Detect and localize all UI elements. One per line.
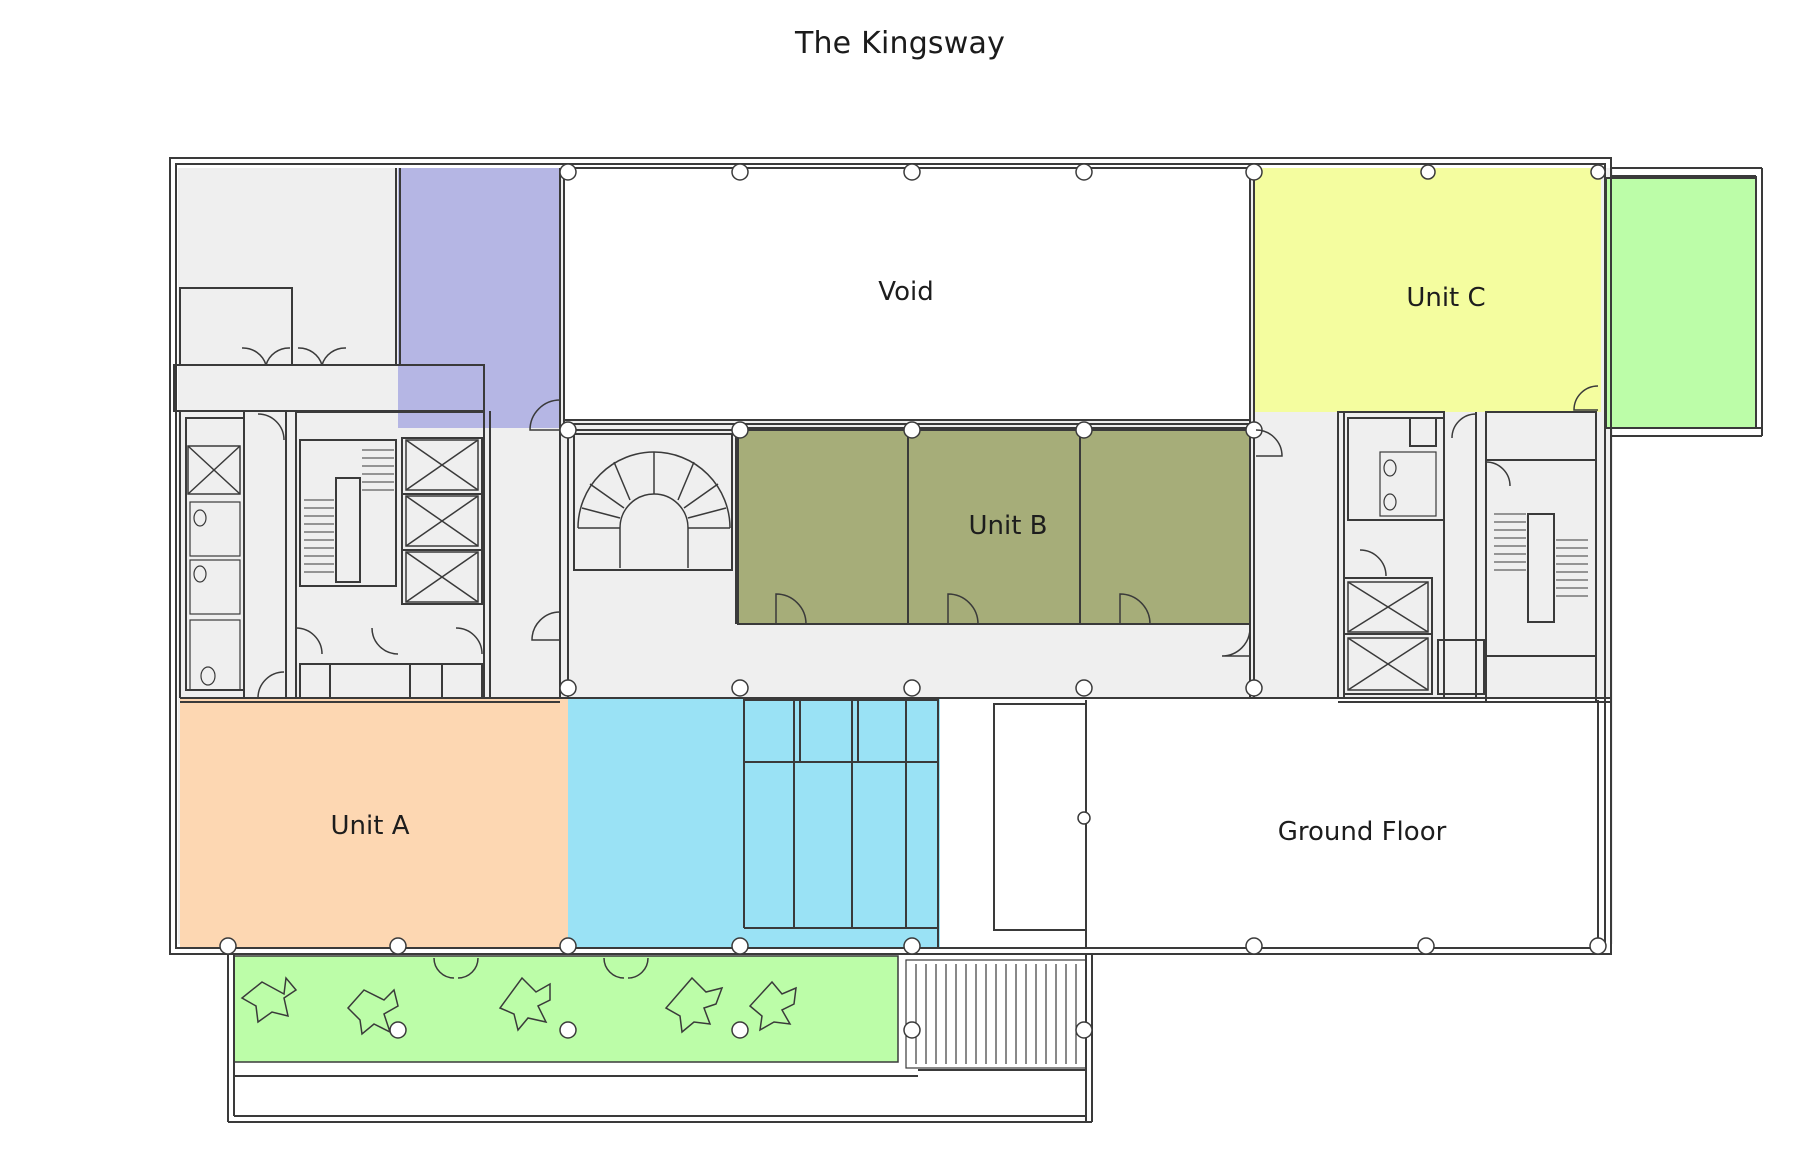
south-terrace: [233, 955, 899, 1063]
void-label: Void: [878, 277, 933, 307]
unit-c-label: Unit C: [1406, 283, 1485, 313]
east-terrace: [1605, 177, 1757, 429]
plan-title: The Kingsway: [794, 26, 1006, 61]
unit-c-area: [1253, 168, 1601, 412]
interior-walls: [173, 168, 1610, 948]
planters: [240, 976, 797, 1036]
spiral-stair: [577, 451, 731, 568]
toilets: [189, 451, 1437, 691]
south-steps: [905, 959, 1087, 1069]
door-swings: [241, 347, 1599, 979]
south-terrace-walls: [227, 954, 1093, 1123]
ground-floor-area: [940, 698, 1610, 948]
void-area: [563, 167, 1251, 421]
outer-walls: [169, 157, 1763, 955]
stair-treads: [304, 449, 1588, 597]
unit-a-label: Unit A: [331, 811, 410, 841]
blue-zone: [568, 698, 940, 948]
lavender-room: [398, 168, 560, 428]
unit-a-area: [180, 698, 568, 948]
unit-b-label: Unit B: [968, 511, 1047, 541]
lifts: [187, 439, 1429, 691]
ground-floor-label: Ground Floor: [1278, 817, 1447, 847]
columns: [219, 163, 1607, 1039]
